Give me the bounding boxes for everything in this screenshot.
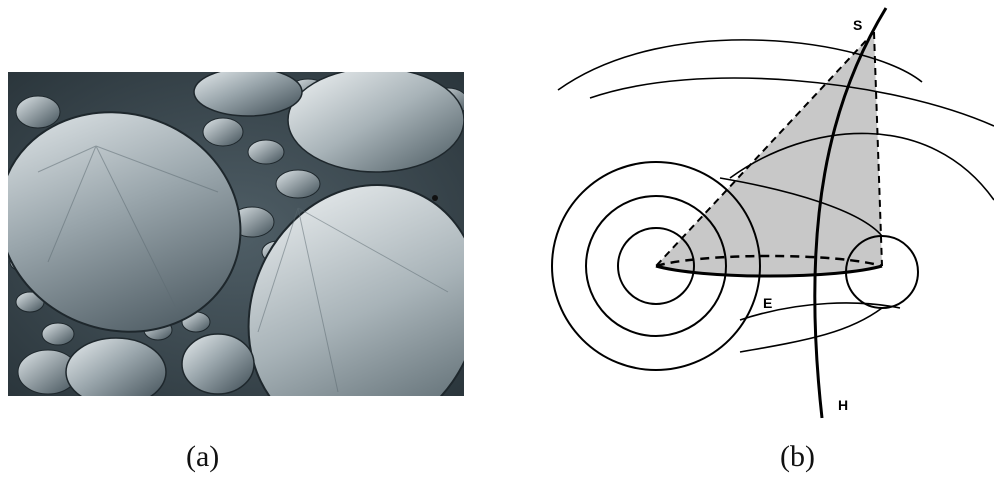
shaded-cone bbox=[656, 32, 882, 276]
label-s: S bbox=[853, 17, 862, 33]
focal-conic-diagram: S E H bbox=[530, 0, 994, 430]
focal-conic-photo bbox=[8, 72, 464, 396]
defect-dot bbox=[432, 195, 438, 201]
caption-b: (b) bbox=[780, 440, 815, 474]
label-e: E bbox=[763, 295, 772, 311]
caption-a: (a) bbox=[186, 440, 219, 474]
label-h: H bbox=[838, 397, 848, 413]
